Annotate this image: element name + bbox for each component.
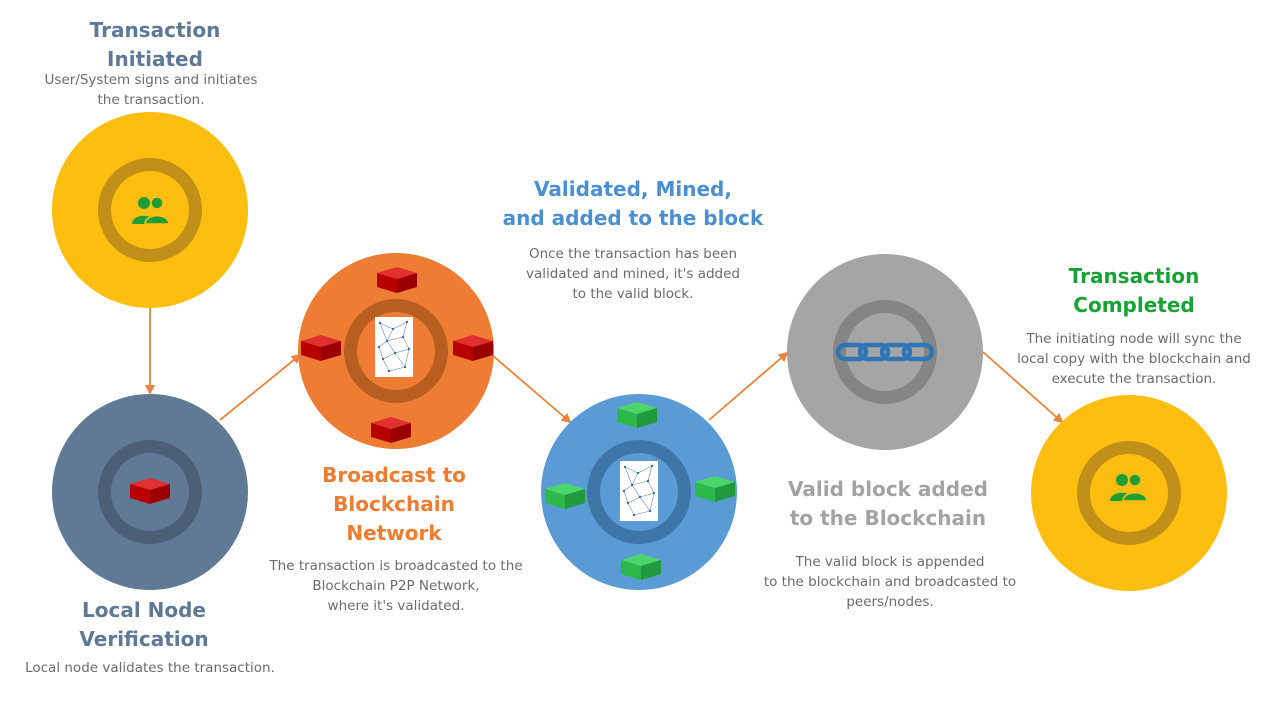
arrow-validated-to-added: [708, 351, 789, 421]
block-icon: [130, 478, 170, 504]
title-transaction-initiated: Transaction Initiated: [89, 18, 221, 71]
arrow-added-to-completed: [982, 351, 1064, 424]
title-broadcast-network: Broadcast to Blockchain Network: [322, 463, 466, 545]
title-validated-mined: Validated, Mined, and added to the block: [502, 177, 764, 230]
circle-broadcast-network: [298, 253, 494, 449]
desc-valid-block-added: The valid block is appended to the block…: [763, 554, 1017, 610]
block-icon-right: [453, 335, 493, 361]
green-block-icon-right: [695, 476, 735, 502]
arrow-broadcast-to-validated: [491, 354, 572, 424]
users-icon: [1110, 473, 1148, 502]
network-icon: [375, 317, 413, 377]
title-valid-block-added: Valid block added to the Blockchain: [788, 477, 988, 530]
desc-validated-mined: Once the transaction has been validated …: [525, 246, 741, 302]
circle-transaction-completed: [1031, 395, 1227, 591]
desc-transaction-initiated: User/System signs and initiates the tran…: [44, 72, 258, 108]
title-transaction-completed: Transaction Completed: [1068, 264, 1200, 317]
green-block-icon-left: [545, 483, 585, 509]
circle-validated-mined: [541, 394, 737, 590]
circle-transaction-initiated: [52, 112, 248, 308]
block-icon-left: [301, 335, 341, 361]
block-icon-top: [377, 267, 417, 293]
circle-valid-block-added: [787, 254, 983, 450]
block-icon-bottom: [371, 417, 411, 443]
green-block-icon-bottom: [621, 554, 661, 580]
core: [111, 171, 189, 249]
desc-transaction-completed: The initiating node will sync the local …: [1017, 331, 1251, 387]
green-block-icon-top: [617, 402, 657, 428]
arrow-verification-to-broadcast: [219, 353, 302, 421]
desc-broadcast-network: The transaction is broadcasted to the Bl…: [269, 558, 523, 614]
network-icon: [620, 461, 658, 521]
desc-local-node-verification: Local node validates the transaction.: [25, 660, 275, 676]
title-local-node-verification: Local Node Verification: [79, 598, 209, 651]
circle-local-node-verification: [52, 394, 248, 590]
chain-link-icon: [835, 342, 935, 362]
users-icon: [132, 196, 170, 225]
